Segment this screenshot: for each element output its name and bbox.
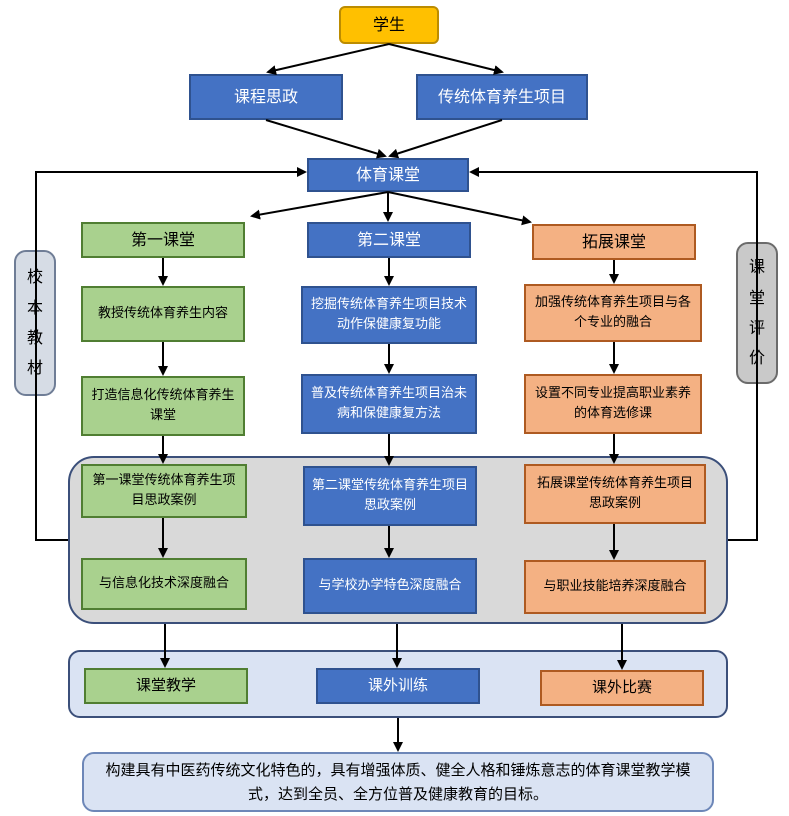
extended-classroom-step2: 设置不同专业提高职业素养的体育选修课 [524, 374, 702, 434]
second-classroom-step1: 挖掘传统体育养生项目技术动作保健康复功能 [301, 286, 477, 344]
first-classroom-step2: 打造信息化传统体育养生课堂 [81, 376, 245, 436]
outcome-extracurricular-training: 课外训练 [316, 668, 480, 704]
outcome-extracurricular-competition: 课外比赛 [540, 670, 704, 706]
arrow-hub-to-col1 [250, 191, 389, 220]
arrow-ideology-to-hub [265, 119, 387, 159]
first-classroom-step1: 教授传统体育养生内容 [81, 286, 245, 342]
first-classroom-header: 第一课堂 [81, 222, 245, 258]
extended-classroom-header: 拓展课堂 [532, 224, 696, 260]
school-textbook-box: 校本教材 [14, 250, 56, 396]
second-classroom-case: 第二课堂传统体育养生项目思政案例 [303, 466, 477, 526]
arrow-student-to-sports [388, 43, 504, 75]
traditional-sports-box: 传统体育养生项目 [416, 74, 588, 120]
pe-classroom-box: 体育课堂 [307, 158, 469, 192]
extended-classroom-step1: 加强传统体育养生项目与各个专业的融合 [524, 284, 702, 342]
second-classroom-step2: 普及传统体育养生项目治未病和保健康复方法 [301, 374, 477, 434]
extended-classroom-case: 拓展课堂传统体育养生项目思政案例 [524, 464, 706, 524]
class-evaluation-box: 课堂评价 [736, 242, 778, 384]
class-evaluation-label: 课堂评价 [749, 257, 766, 368]
first-classroom-case: 第一课堂传统体育养生项目思政案例 [81, 464, 247, 518]
goal-box: 构建具有中医药传统文化特色的，具有增强体质、健全人格和锤炼意志的体育课堂教学模式… [82, 752, 714, 812]
second-classroom-merge: 与学校办学特色深度融合 [303, 558, 477, 614]
school-textbook-label: 校本教材 [27, 267, 44, 378]
second-classroom-header: 第二课堂 [307, 222, 471, 258]
arrow-sports-to-hub [388, 119, 503, 159]
student-box: 学生 [339, 6, 439, 44]
ideology-course-box: 课程思政 [189, 74, 343, 120]
extended-classroom-merge: 与职业技能培养深度融合 [524, 560, 706, 614]
arrow-hub-to-col3 [387, 191, 532, 226]
arrow-student-to-ideology [266, 43, 390, 76]
outcome-classroom-teaching: 课堂教学 [84, 668, 248, 704]
first-classroom-merge: 与信息化技术深度融合 [81, 558, 247, 610]
